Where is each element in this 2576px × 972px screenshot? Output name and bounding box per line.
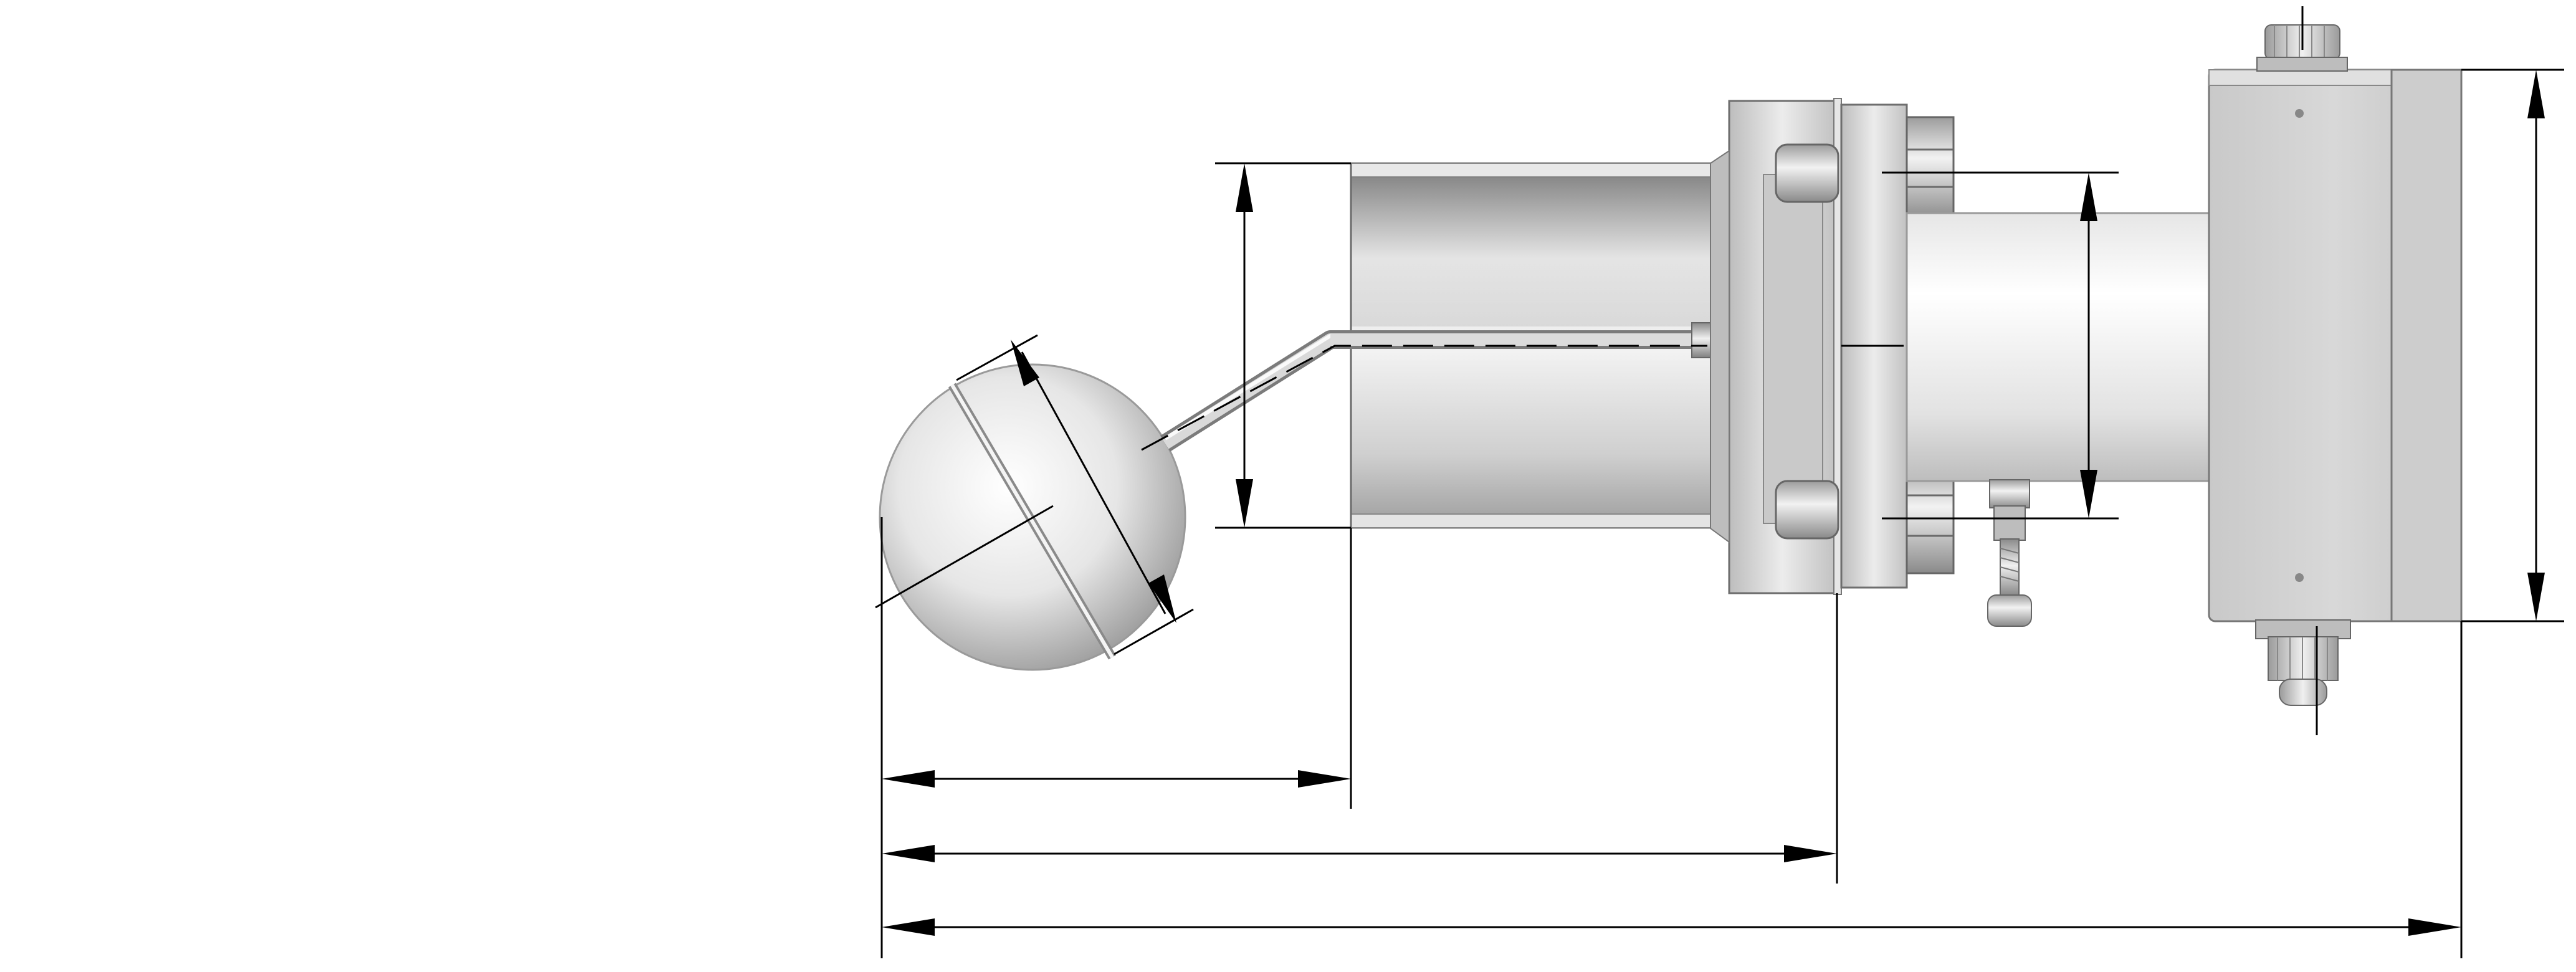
terminal-housing: [2208, 69, 2463, 622]
dimension-length-overall: [882, 918, 2461, 936]
dimension-tube-height: [1236, 163, 1253, 528]
center-lines: [875, 6, 2318, 735]
dimension-housing-height: [2527, 70, 2545, 621]
cable-gland-bottom: [2255, 619, 2351, 706]
dimension-neck-height: [2080, 173, 2097, 518]
extension-lines: [880, 69, 2564, 958]
flange-bolt-top: [1775, 116, 1955, 221]
housing-neck: [1906, 212, 2210, 482]
adjustment-screw: [1987, 479, 2032, 627]
dimension-length-medium: [882, 845, 1837, 862]
dimension-length-short: [882, 770, 1351, 788]
dimension-ball-diameter: [1011, 340, 1176, 623]
